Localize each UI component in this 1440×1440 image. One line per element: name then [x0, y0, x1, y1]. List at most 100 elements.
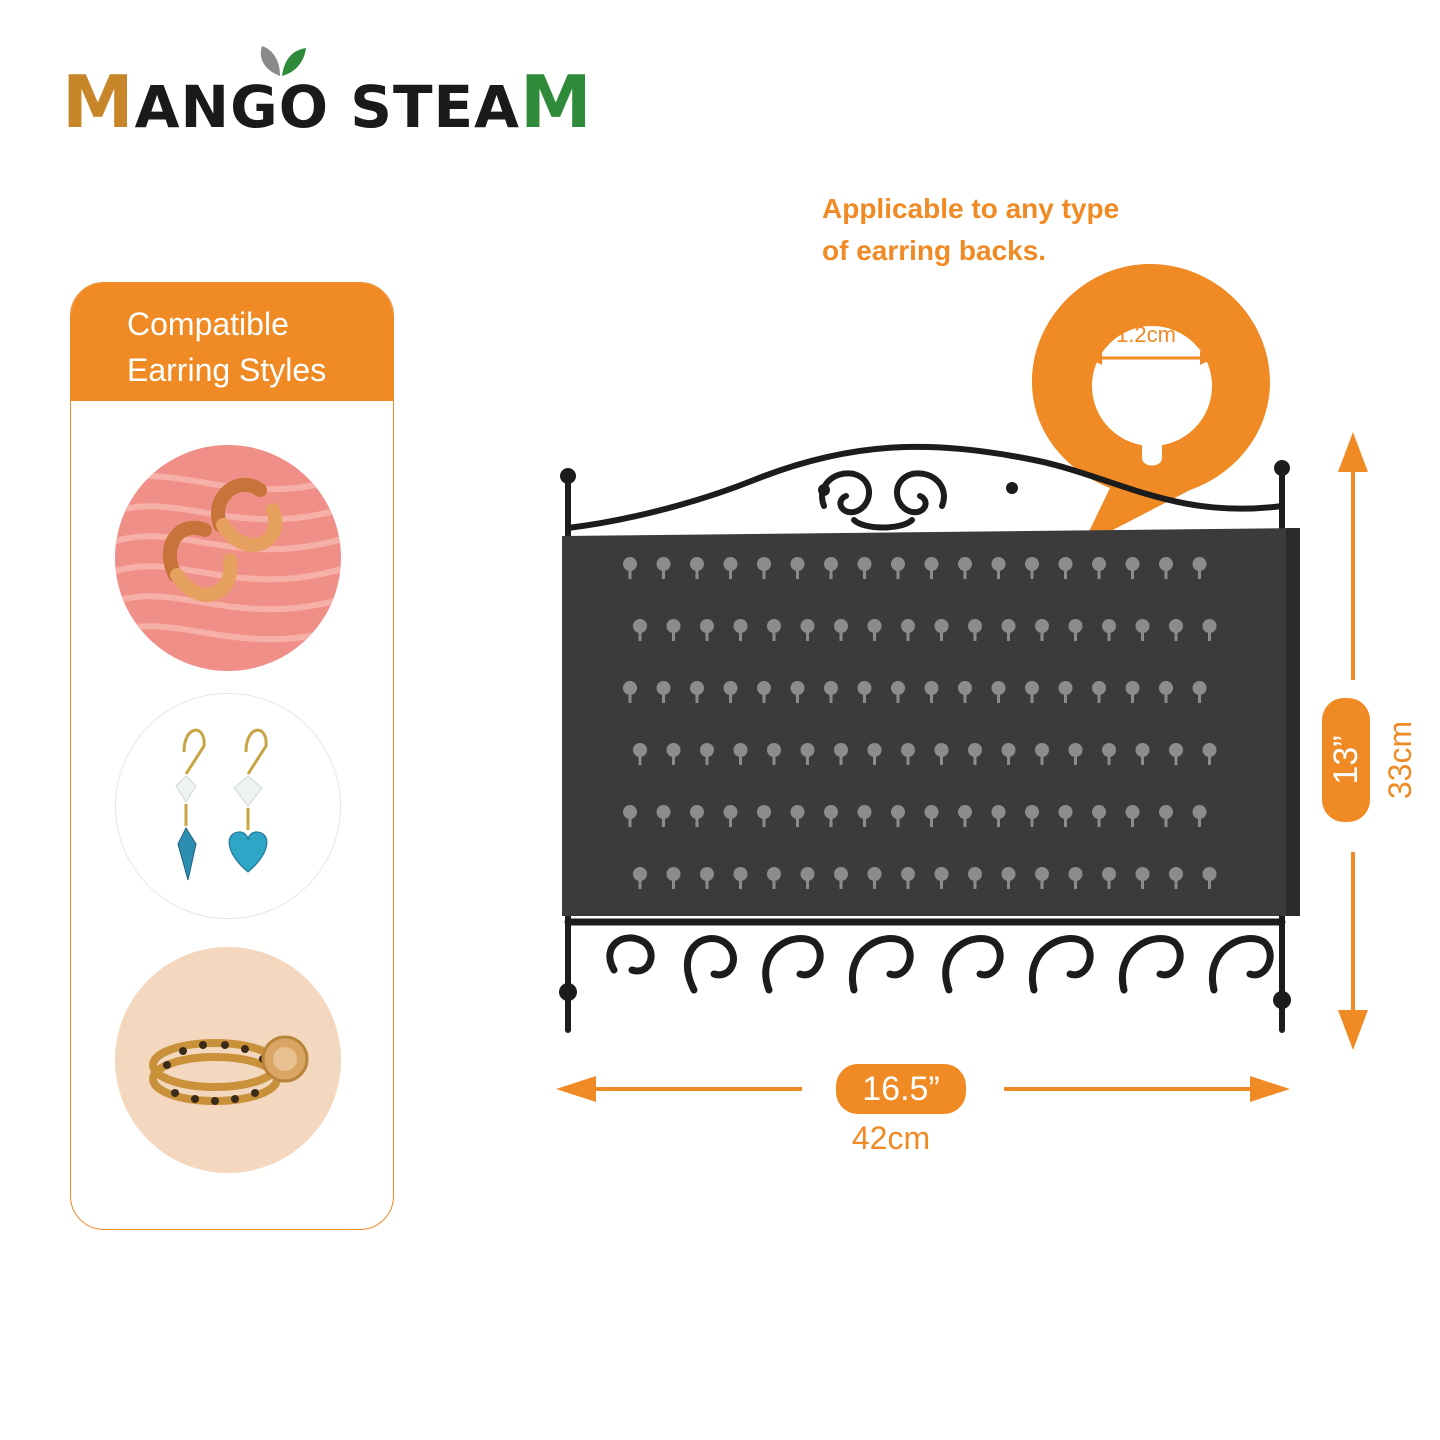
earring-hole	[656, 557, 671, 571]
earring-hole-slot	[729, 569, 732, 579]
earring-hole	[1025, 681, 1039, 695]
hole-width-arrow-icon	[1088, 351, 1214, 365]
earring-hole-slot	[1198, 569, 1201, 579]
earring-hole	[1135, 619, 1150, 633]
earring-hole-slot	[705, 755, 709, 765]
earring-hole	[656, 681, 671, 695]
earring-hole-slot	[772, 755, 776, 765]
earring-hole	[690, 805, 704, 819]
earring-hole	[857, 557, 872, 571]
earring-hole-slot	[829, 693, 833, 703]
earring-hole-slot	[638, 631, 642, 641]
earring-hole	[834, 743, 848, 757]
earring-hole-slot	[672, 879, 675, 889]
earring-hole	[757, 681, 771, 695]
earring-hole	[834, 867, 848, 881]
earring-hole-slot	[940, 755, 943, 765]
earring-hole	[700, 743, 714, 757]
earring-hole	[700, 867, 714, 881]
earring-hole	[891, 557, 905, 571]
earring-hole	[1068, 743, 1083, 757]
earring-hole-slot	[1198, 817, 1201, 827]
earring-hole-slot	[705, 879, 709, 889]
earring-hole	[1192, 557, 1207, 571]
panel-title-line1: Compatible	[127, 306, 289, 342]
earring-hole-slot	[1097, 817, 1101, 827]
earring-hole-slot	[1107, 755, 1111, 765]
earring-hole-slot	[796, 569, 799, 579]
earring-hole	[666, 619, 681, 633]
earring-hole	[1192, 681, 1207, 695]
earring-hole	[867, 867, 882, 881]
earring-holder-product	[559, 443, 1300, 1033]
earring-hole-slot	[1208, 879, 1211, 889]
earring-hole-slot	[772, 631, 776, 641]
earring-hole	[666, 743, 681, 757]
earring-hole	[790, 805, 805, 819]
earring-hole-slot	[672, 755, 675, 765]
earring-hole-slot	[829, 569, 833, 579]
earring-hole	[968, 867, 982, 881]
earring-hole-slot	[638, 879, 642, 889]
earring-hole-slot	[762, 693, 766, 703]
earring-hole	[857, 805, 872, 819]
earring-hole-grid	[623, 557, 1217, 889]
earring-hole-slot	[863, 817, 866, 827]
earring-hole	[891, 805, 905, 819]
earring-hole-slot	[930, 817, 933, 827]
earring-hole	[1102, 743, 1116, 757]
earring-hole	[623, 681, 637, 695]
earring-hole-slot	[1208, 755, 1211, 765]
earring-hole-slot	[1141, 879, 1144, 889]
earring-hole	[723, 805, 738, 819]
earring-hole-slot	[1030, 569, 1034, 579]
earring-hole-slot	[739, 631, 742, 641]
earring-hole-slot	[1174, 631, 1178, 641]
earring-hole	[1125, 805, 1140, 819]
earring-hole	[867, 743, 882, 757]
earring-hole	[1202, 743, 1217, 757]
earring-hole	[1025, 805, 1039, 819]
earring-hole-slot	[906, 755, 910, 765]
earring-hole-slot	[839, 755, 843, 765]
earring-hole	[901, 867, 915, 881]
earring-hole-slot	[806, 755, 809, 765]
panel-title: Compatible Earring Styles	[71, 283, 393, 401]
earring-hole-slot	[662, 693, 665, 703]
hole-size-label: 1.2cm	[1116, 322, 1176, 347]
earring-hole-slot	[1198, 693, 1201, 703]
earring-hole	[633, 619, 647, 633]
earring-hole-slot	[1064, 693, 1067, 703]
earring-hole-slot	[1164, 569, 1168, 579]
earring-hole-slot	[796, 817, 799, 827]
earring-hole-slot	[739, 879, 742, 889]
height-inch-badge: 13”	[1322, 698, 1370, 822]
earring-hole-slot	[963, 569, 967, 579]
earring-hole	[1202, 867, 1217, 881]
earring-hole	[666, 867, 681, 881]
earring-hole-slot	[1074, 631, 1077, 641]
earring-hole-slot	[1164, 817, 1168, 827]
earring-hole	[924, 681, 939, 695]
earring-hole	[656, 805, 671, 819]
earring-hole	[1092, 805, 1106, 819]
brand-logo: MANGO STEAM	[62, 62, 593, 142]
earring-hole	[633, 743, 647, 757]
earring-hole-slot	[662, 817, 665, 827]
earring-hole	[790, 681, 805, 695]
earring-hole	[991, 557, 1006, 571]
earring-hole-slot	[806, 631, 809, 641]
drop-earrings-image	[115, 693, 341, 919]
earring-hole	[767, 619, 781, 633]
earring-hole-slot	[1107, 879, 1111, 889]
width-inch-badge: 16.5”	[836, 1064, 966, 1114]
earring-hole	[1092, 557, 1106, 571]
earring-hole-slot	[997, 817, 1000, 827]
earring-hole	[857, 681, 872, 695]
earring-hole-slot	[1208, 631, 1211, 641]
compatible-styles-panel: Compatible Earring Styles	[70, 282, 394, 1230]
earring-hole-slot	[772, 879, 776, 889]
earring-hole	[690, 557, 704, 571]
earring-hole-slot	[695, 817, 699, 827]
earring-hole-slot	[1030, 693, 1034, 703]
